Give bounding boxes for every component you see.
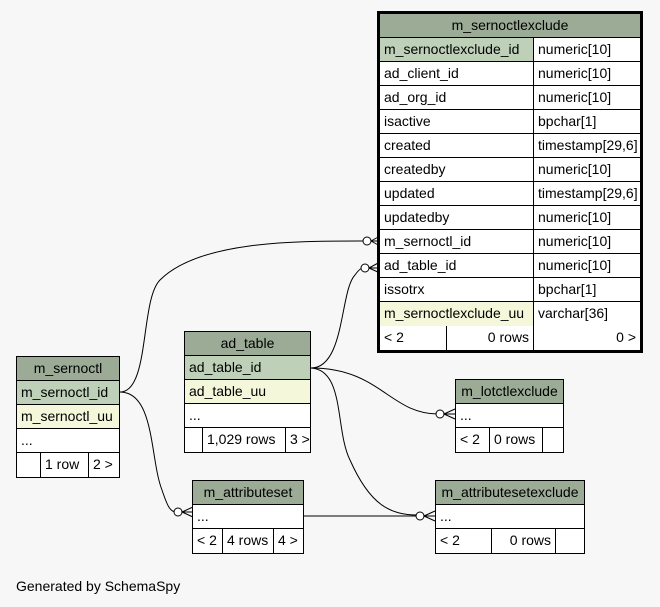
table-title: m_lotctlexclude [456, 380, 563, 404]
table-footer: < 2 4 rows 4 > [193, 529, 303, 553]
column-name: ad_client_id [384, 65, 459, 81]
row-count: 0 rows [491, 529, 555, 553]
column-name: updated [384, 185, 435, 201]
link-sernoctl-to-attributeset [119, 391, 177, 513]
row-count: 0 rows [489, 428, 542, 452]
children-link [542, 428, 563, 452]
children-link[interactable]: 3 > [285, 428, 310, 452]
parents-link[interactable]: < 2 [440, 532, 460, 548]
column-row: m_sernoctl_id numeric[10] [380, 230, 640, 254]
parents-link[interactable]: < 2 [460, 431, 480, 447]
column-row: issotrx bpchar[1] [380, 278, 640, 302]
link-adtable-to-exclude [310, 267, 365, 369]
column-type: numeric[10] [533, 38, 640, 61]
uu-column: ad_table_uu [185, 380, 310, 404]
parents-link [185, 428, 202, 452]
column-type: numeric[10] [533, 254, 640, 277]
parents-link[interactable]: < 2 [384, 329, 404, 345]
more-columns: ... [17, 429, 119, 453]
column-type: numeric[10] [533, 62, 640, 85]
row-count: 0 rows [446, 326, 533, 350]
row-count: 4 rows [222, 529, 273, 553]
children-link[interactable]: 2 > [88, 453, 119, 477]
link-end-circle [362, 236, 372, 246]
column-row: ad_org_id numeric[10] [380, 86, 640, 110]
crowfoot [443, 408, 456, 420]
row-count: 1,029 rows [202, 428, 285, 452]
more-columns: ... [456, 404, 563, 428]
uu-column: m_sernoctl_uu [17, 405, 119, 429]
column-row: ad_table_id numeric[10] [380, 254, 640, 278]
table-footer: 1 row 2 > [17, 453, 119, 477]
column-name: ad_org_id [384, 89, 447, 105]
table-m-attributeset[interactable]: m_attributeset ... < 2 4 rows 4 > [192, 480, 304, 554]
crowfoot [181, 506, 194, 518]
parents-link[interactable]: < 2 [197, 532, 217, 548]
table-title: ad_table [185, 332, 310, 356]
column-row: updatedby numeric[10] [380, 206, 640, 230]
column-type: numeric[10] [533, 230, 640, 253]
table-footer: < 2 0 rows [436, 529, 584, 553]
column-type: timestamp[29,6] [533, 182, 640, 205]
column-name: ad_table_id [384, 257, 457, 273]
column-type: numeric[10] [533, 158, 640, 181]
pk-column: ad_table_id [185, 356, 310, 380]
table-footer: < 2 0 rows [456, 428, 563, 452]
link-adtable-to-attributesetexclude [310, 367, 419, 516]
table-title: m_attributeset [193, 481, 303, 505]
table-ad-table[interactable]: ad_table ad_table_id ad_table_uu ... 1,0… [184, 331, 311, 453]
column-row: created timestamp[29,6] [380, 134, 640, 158]
column-name: created [384, 137, 431, 153]
children-link[interactable]: 4 > [273, 529, 303, 553]
column-name: isactive [384, 113, 431, 129]
column-type: numeric[10] [533, 206, 640, 229]
table-footer: 1,029 rows 3 > [185, 428, 310, 452]
table-m-sernoctl[interactable]: m_sernoctl m_sernoctl_id m_sernoctl_uu .… [16, 356, 120, 478]
column-row: createdby numeric[10] [380, 158, 640, 182]
more-columns: ... [436, 505, 584, 529]
column-type: bpchar[1] [533, 278, 640, 301]
column-name: m_sernoctl_id [384, 233, 472, 249]
table-m-lotctlexclude[interactable]: m_lotctlexclude ... < 2 0 rows [455, 379, 564, 453]
column-type: bpchar[1] [533, 110, 640, 133]
pk-column: m_sernoctl_id [17, 381, 119, 405]
table-m-attributesetexclude[interactable]: m_attributesetexclude ... < 2 0 rows [435, 480, 585, 554]
column-type: varchar[36] [533, 302, 640, 326]
column-type: numeric[10] [533, 86, 640, 109]
column-name: m_sernoctlexclude_id [380, 38, 533, 61]
children-link [555, 529, 584, 553]
column-name: createdby [384, 161, 446, 177]
table-footer: < 2 0 rows 0 > [380, 326, 640, 350]
column-name: updatedby [384, 209, 450, 225]
table-title: m_attributesetexclude [436, 481, 584, 505]
link-adtable-to-lotctlexclude [310, 367, 439, 415]
link-end-circle [435, 409, 445, 419]
column-row: updated timestamp[29,6] [380, 182, 640, 206]
column-name: m_sernoctlexclude_uu [380, 302, 533, 326]
link-end-circle [360, 263, 370, 273]
column-row: ad_client_id numeric[10] [380, 62, 640, 86]
column-type: timestamp[29,6] [533, 134, 640, 157]
children-link[interactable]: 0 > [533, 326, 640, 350]
link-sernoctl-to-exclude [119, 240, 365, 393]
link-end-circle [415, 511, 425, 521]
more-columns: ... [193, 505, 303, 529]
crowfoot [423, 510, 436, 522]
parents-link [17, 453, 40, 477]
table-title: m_sernoctl [17, 357, 119, 381]
row-count: 1 row [40, 453, 88, 477]
generated-by-text: Generated by SchemaSpy [16, 578, 181, 594]
column-name: issotrx [384, 281, 425, 297]
column-row: isactive bpchar[1] [380, 110, 640, 134]
link-end-circle [173, 507, 183, 517]
table-title: m_sernoctlexclude [380, 14, 640, 38]
more-columns: ... [185, 404, 310, 428]
